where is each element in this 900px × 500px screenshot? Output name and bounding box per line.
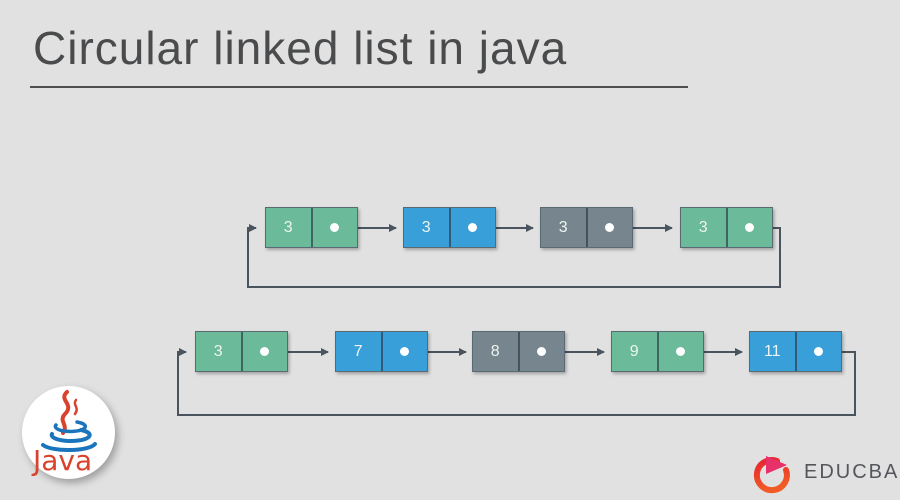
java-logo-icon: Java xyxy=(31,390,97,477)
node-pointer-cell xyxy=(585,208,633,247)
node-value-cell: 11 xyxy=(750,332,795,371)
node-pointer-cell xyxy=(517,332,565,371)
list-node: 3 xyxy=(265,207,358,248)
educba-icon xyxy=(753,456,790,494)
row1-loop-arrow xyxy=(247,224,781,288)
java-steam-small-icon xyxy=(73,398,78,416)
educba-logo: EDUCBA xyxy=(752,450,899,494)
java-cup-saucer-icon xyxy=(41,442,97,453)
node-pointer-cell xyxy=(240,332,288,371)
row2-loop-arrow xyxy=(177,348,856,416)
pointer-dot xyxy=(260,347,270,356)
node-value: 3 xyxy=(698,218,708,236)
list-node: 3 xyxy=(403,207,496,248)
java-steam-icon xyxy=(60,390,71,435)
pointer-dot xyxy=(814,347,824,356)
node-pointer-cell xyxy=(794,332,842,371)
node-pointer-cell xyxy=(448,208,496,247)
node-value: 3 xyxy=(213,342,223,360)
pointer-dot xyxy=(745,223,755,232)
java-logo: Java xyxy=(22,386,115,479)
node-value: 7 xyxy=(353,342,363,360)
node-value-cell: 8 xyxy=(473,332,518,371)
node-pointer-cell xyxy=(380,332,428,371)
node-pointer-cell xyxy=(656,332,704,371)
node-pointer-cell xyxy=(310,208,358,247)
list-node: 8 xyxy=(472,331,565,372)
node-value-cell: 3 xyxy=(404,208,449,247)
pointer-dot xyxy=(537,347,547,356)
java-cup-middle-icon xyxy=(49,428,92,444)
node-pointer-cell xyxy=(725,208,773,247)
educba-play-triangle-icon xyxy=(766,456,787,474)
node-value: 9 xyxy=(629,342,639,360)
pointer-dot xyxy=(400,347,410,356)
node-value-cell: 3 xyxy=(266,208,311,247)
node-value: 3 xyxy=(421,218,431,236)
list-node: 11 xyxy=(749,331,842,372)
node-value-cell: 9 xyxy=(612,332,657,371)
pointer-dot xyxy=(676,347,686,356)
page-title: Circular linked list in java xyxy=(33,22,568,74)
node-value: 3 xyxy=(283,218,293,236)
list-node: 7 xyxy=(335,331,428,372)
pointer-dot xyxy=(330,223,340,232)
node-value-cell: 7 xyxy=(336,332,381,371)
list-node: 3 xyxy=(195,331,288,372)
pointer-dot xyxy=(468,223,478,232)
educba-e-arc-icon xyxy=(753,457,790,494)
node-value: 3 xyxy=(558,218,568,236)
node-value-cell: 3 xyxy=(681,208,726,247)
node-value: 8 xyxy=(490,342,500,360)
pointer-dot xyxy=(605,223,615,232)
title-underline xyxy=(30,86,688,88)
node-value-cell: 3 xyxy=(196,332,241,371)
list-node: 3 xyxy=(540,207,633,248)
java-cup-top-icon xyxy=(53,420,88,434)
node-value: 11 xyxy=(763,342,781,360)
educba-wordmark: EDUCBA xyxy=(804,460,900,483)
list-node: 3 xyxy=(680,207,773,248)
list-node: 9 xyxy=(611,331,704,372)
java-wordmark: Java xyxy=(31,444,92,477)
node-value-cell: 3 xyxy=(541,208,586,247)
